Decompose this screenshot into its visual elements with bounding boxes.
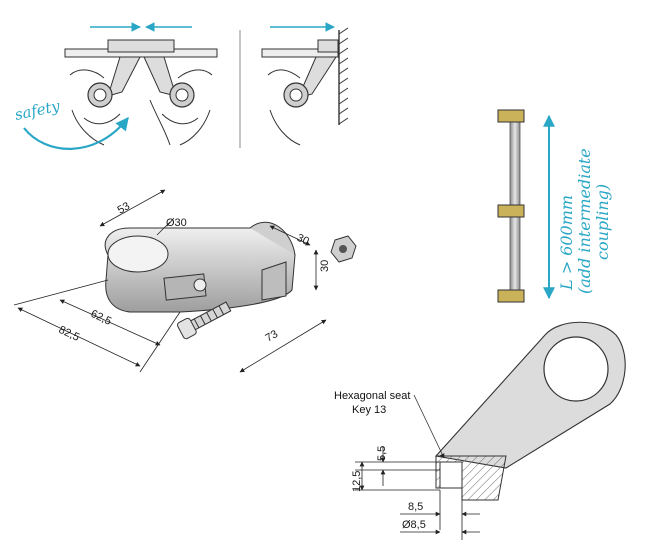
clamp-part-3d (104, 221, 357, 340)
dim-dia-8-5: Ø8,5 (402, 519, 426, 531)
wall-mount-illustration (261, 22, 349, 146)
hex-seat-label: Hexagonal seat (334, 390, 410, 402)
dim-30-side: 30 (319, 260, 331, 272)
dimension-lines-section (355, 446, 480, 540)
dim-8-5: 8,5 (408, 501, 423, 513)
safety-note: safety (13, 97, 62, 124)
guard-bar (497, 109, 555, 303)
dim-53: 53 (116, 200, 133, 217)
dim-5-5: 5,5 (376, 446, 388, 461)
two-hand-illustration (23, 22, 218, 150)
key-label: Key 13 (352, 404, 386, 416)
section-view (413, 321, 626, 501)
dim-82-5: 82,5 (57, 324, 81, 344)
length-note-line2: (add intermediate (575, 148, 594, 294)
dim-73: 73 (264, 328, 281, 345)
dim-62-5: 62,5 (89, 308, 113, 328)
length-note-line1: L > 600mm (557, 195, 576, 291)
length-note-line3: coupling) (593, 184, 612, 260)
dimension-lines-3d (13, 189, 327, 373)
dim-30-top: 30 (295, 232, 311, 248)
dim-dia-30: Ø30 (166, 217, 187, 229)
dim-12-5: 12,5 (351, 471, 363, 492)
